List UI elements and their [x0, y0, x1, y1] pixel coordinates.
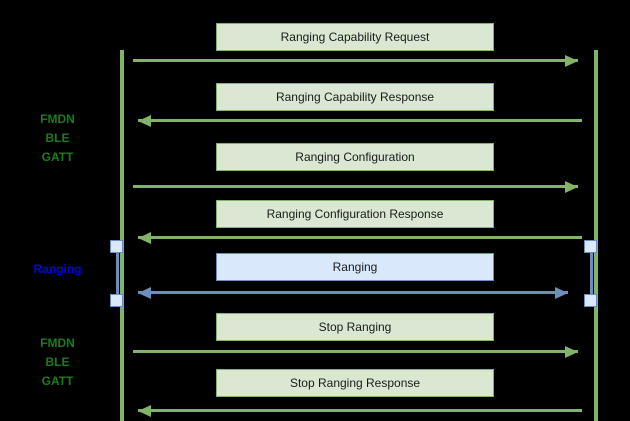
- message-arrow-line-4: [138, 236, 582, 239]
- message-arrow-line-7: [138, 409, 582, 412]
- message-arrow-line-2: [138, 119, 582, 122]
- message-box-ranging: Ranging: [216, 253, 494, 281]
- message-arrow-head-right-3: [565, 180, 578, 193]
- message-box-ranging-configuration-response: Ranging Configuration Response: [216, 200, 494, 228]
- left-ranging-activation-line: [116, 246, 119, 300]
- message-arrow-head-left-2: [138, 114, 151, 127]
- message-arrow-line-6: [133, 350, 578, 353]
- phase-label-fmdn-ble-gatt-top: FMDN BLE GATT: [40, 112, 75, 164]
- message-arrow-line-1: [133, 59, 578, 62]
- message-arrow-head-left-4: [138, 231, 151, 244]
- message-box-stop-ranging: Stop Ranging: [216, 313, 494, 341]
- message-arrow-line-5: [138, 291, 568, 294]
- left-lifeline: [120, 50, 124, 421]
- phase-label-fmdn-ble-gatt-bottom: FMDN BLE GATT: [40, 336, 75, 388]
- message-box-stop-ranging-response: Stop Ranging Response: [216, 369, 494, 397]
- message-box-ranging-configuration: Ranging Configuration: [216, 143, 494, 171]
- message-arrow-head-left-5: [138, 286, 151, 299]
- right-ranging-activation-start-node: [584, 240, 597, 253]
- message-arrow-head-left-7: [138, 404, 151, 417]
- right-ranging-activation-line: [590, 246, 593, 300]
- left-ranging-activation-end-node: [110, 294, 123, 307]
- message-arrow-head-right-5: [555, 286, 568, 299]
- message-box-ranging-capability-response: Ranging Capability Response: [216, 83, 494, 111]
- message-arrow-line-3: [133, 185, 578, 188]
- message-box-ranging-capability-request: Ranging Capability Request: [216, 23, 494, 51]
- right-ranging-activation-end-node: [584, 294, 597, 307]
- message-arrow-head-right-1: [565, 54, 578, 67]
- left-ranging-activation-start-node: [110, 240, 123, 253]
- phase-label-ranging: Ranging: [33, 262, 82, 276]
- message-arrow-head-right-6: [565, 345, 578, 358]
- right-lifeline: [594, 50, 598, 421]
